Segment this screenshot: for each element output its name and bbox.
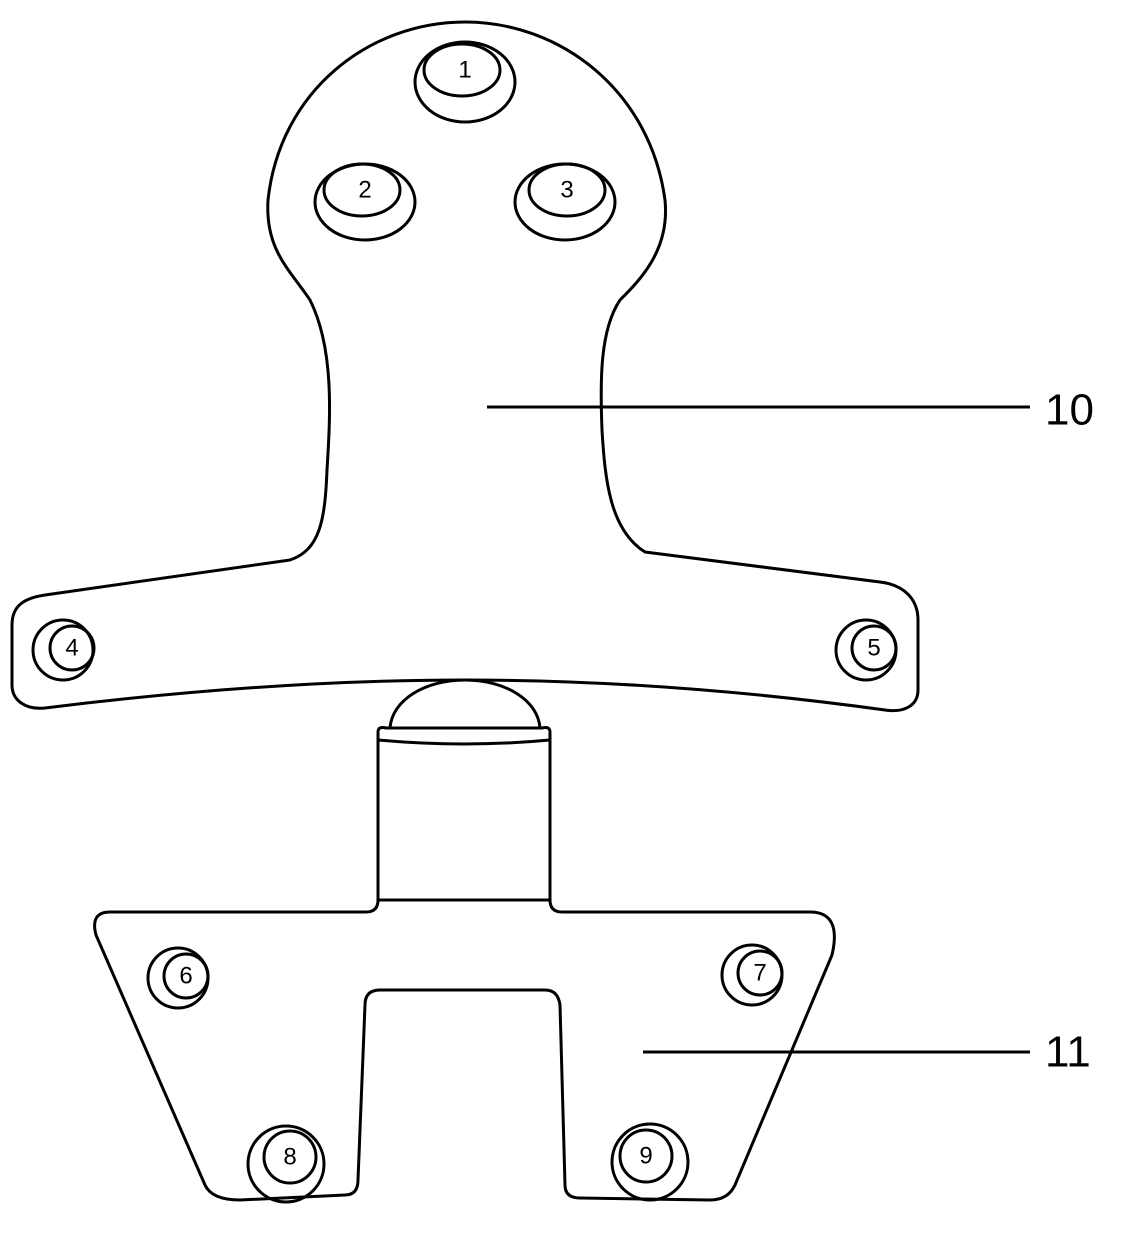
hole-7: 7 bbox=[720, 943, 784, 1007]
svg-text:3: 3 bbox=[560, 177, 573, 204]
svg-text:8: 8 bbox=[283, 1144, 296, 1171]
hole-8: 8 bbox=[246, 1124, 326, 1204]
label-10: 10 bbox=[1045, 386, 1094, 435]
label-11: 11 bbox=[1045, 1028, 1091, 1077]
dome bbox=[388, 678, 542, 730]
hole-5: 5 bbox=[834, 618, 898, 682]
hole-1: 1 bbox=[413, 40, 517, 124]
collar bbox=[376, 726, 552, 746]
svg-text:9: 9 bbox=[639, 1143, 652, 1170]
svg-text:2: 2 bbox=[358, 177, 371, 204]
svg-text:1: 1 bbox=[458, 57, 471, 84]
svg-text:5: 5 bbox=[867, 635, 880, 662]
neck bbox=[376, 740, 552, 907]
svg-text:7: 7 bbox=[753, 960, 766, 987]
upper-plate bbox=[10, 20, 920, 713]
hole-9: 9 bbox=[610, 1122, 690, 1202]
hole-2: 2 bbox=[313, 162, 417, 242]
hole-3: 3 bbox=[513, 162, 617, 242]
svg-text:6: 6 bbox=[179, 963, 192, 990]
svg-text:4: 4 bbox=[65, 635, 78, 662]
lower-plate bbox=[93, 898, 836, 1202]
hole-4: 4 bbox=[31, 618, 96, 682]
hole-6: 6 bbox=[146, 946, 210, 1010]
